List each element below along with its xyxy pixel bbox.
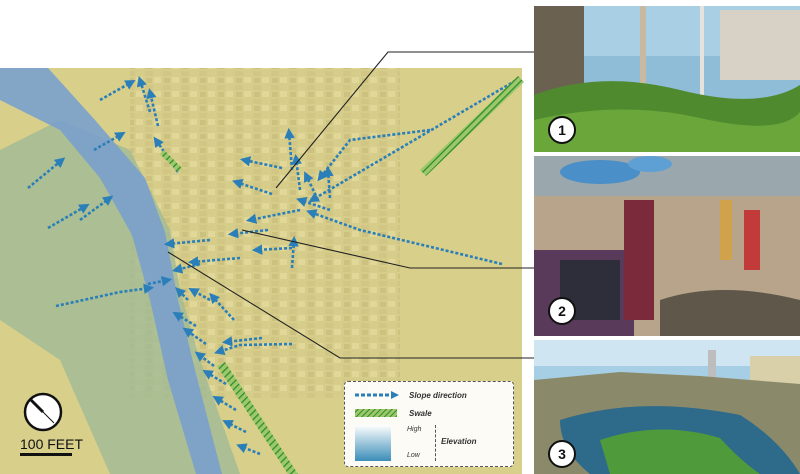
swales <box>160 76 524 474</box>
callout-line-1 <box>275 51 534 189</box>
slope-arrow <box>163 238 211 249</box>
slope-arrow <box>55 283 155 308</box>
legend-row-swale: Swale <box>353 408 432 418</box>
slope-arrow <box>296 197 331 212</box>
legend-swale-label: Swale <box>409 408 432 418</box>
scale-bar <box>20 453 72 456</box>
slope-arrow <box>27 157 66 190</box>
slope-arrow <box>187 256 241 267</box>
slope-arrow <box>221 336 263 347</box>
legend-high-label: High <box>407 426 422 433</box>
slope-arrow <box>222 420 247 434</box>
photo-badge-3: 3 <box>548 440 576 468</box>
swale-hatch-icon <box>355 409 397 417</box>
slope-arrow <box>99 79 136 102</box>
legend-slope-label: Slope direction <box>409 390 467 400</box>
slope-arrow <box>146 87 160 127</box>
slope-arrow <box>308 76 521 203</box>
slope-arrow <box>79 195 114 222</box>
photo-badge-1: 1 <box>548 116 576 144</box>
photo-3 <box>534 340 800 474</box>
slope-arrow <box>236 443 261 456</box>
slope-arrow <box>251 244 293 255</box>
slope-arrow <box>47 203 90 230</box>
legend-elevation-label: Elevation <box>441 437 477 446</box>
slope-arrow <box>214 342 293 356</box>
slope-arrow <box>175 287 189 301</box>
photo-badge-2: 2 <box>548 297 576 325</box>
slope-arrow <box>317 128 431 182</box>
slope-arrow <box>245 208 301 224</box>
river <box>0 68 222 474</box>
swale <box>420 76 524 176</box>
slope-arrow <box>93 131 126 152</box>
slope-arrow <box>147 276 173 287</box>
slope-arrow <box>232 179 273 196</box>
legend: Slope direction Swale High Low Elevation <box>344 381 514 467</box>
slope-arrow <box>284 127 295 171</box>
swale <box>217 362 298 474</box>
swale <box>160 150 182 172</box>
slope-arrow <box>227 228 269 239</box>
legend-low-label: Low <box>407 452 420 459</box>
photo-2 <box>534 156 800 336</box>
slope-arrow <box>182 327 207 346</box>
slope-arrow-icon <box>355 391 399 399</box>
slope-arrow <box>172 311 197 328</box>
slope-arrow <box>209 292 235 321</box>
compass-needle-icon <box>42 411 55 424</box>
elevation-gradient <box>355 425 391 461</box>
callout-line-2 <box>241 229 534 269</box>
callout-line-3 <box>167 251 534 359</box>
legend-divider <box>435 425 436 461</box>
callout-lines <box>167 51 534 359</box>
photo-1 <box>534 6 800 152</box>
slope-arrow <box>202 369 227 386</box>
slope-arrow <box>136 76 152 113</box>
slope-arrow <box>194 351 215 368</box>
slope-arrow <box>212 395 237 412</box>
slope-arrow <box>306 209 503 266</box>
slope-arrow <box>239 156 283 170</box>
north-compass <box>23 392 63 432</box>
scale-label: 100 FEET <box>20 436 84 452</box>
slope-arrow <box>171 262 201 274</box>
slope-arrow <box>188 287 211 302</box>
legend-row-slope: Slope direction <box>353 390 467 400</box>
